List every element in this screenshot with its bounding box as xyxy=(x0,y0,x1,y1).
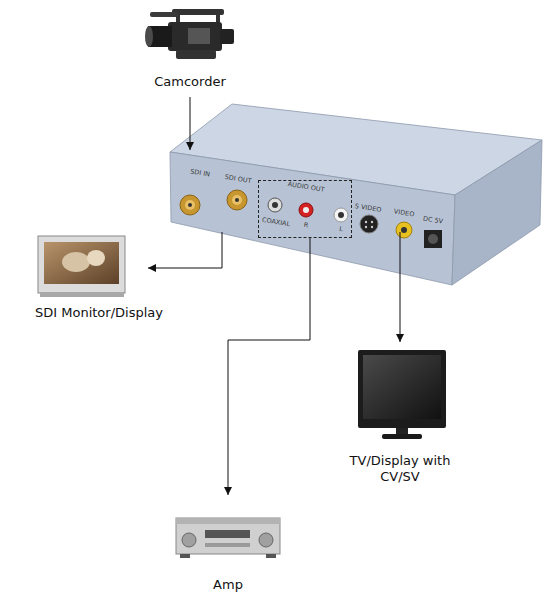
bnc-inner xyxy=(185,200,195,210)
jack-pin xyxy=(272,202,278,208)
tv-base xyxy=(382,434,422,439)
rca-jack-white xyxy=(334,208,348,222)
jack-ring xyxy=(360,215,378,233)
device-label: SDI Monitor/Display xyxy=(35,305,163,321)
port-label: AUDIO OUT xyxy=(287,181,325,194)
device-label-group: TV/Display with CV/SV xyxy=(340,342,460,487)
amp-knob xyxy=(259,533,273,547)
device-label-group: SDI Monitor/Display xyxy=(18,232,148,322)
dc-socket xyxy=(428,234,438,244)
device-label: Camcorder xyxy=(154,74,226,90)
tv-screen xyxy=(363,355,441,419)
camcorder-screen xyxy=(188,28,210,44)
jack-pin xyxy=(365,226,367,228)
jack-ring xyxy=(299,203,313,217)
device-label: TV/Display with CV/SV xyxy=(338,453,463,485)
signal-arrow xyxy=(148,232,222,268)
monitor-screen xyxy=(44,242,119,284)
bnc-connector xyxy=(180,195,200,215)
dc-body xyxy=(424,230,442,248)
camcorder-body xyxy=(168,22,222,51)
port-label: R xyxy=(303,222,309,230)
tv-frame xyxy=(358,350,446,428)
monitor-image-shape xyxy=(87,250,105,266)
camcorder-lens-front xyxy=(145,26,153,47)
jack-ring xyxy=(334,208,348,222)
amp-knob xyxy=(182,533,196,547)
tv-picture xyxy=(358,350,446,439)
jack-pin xyxy=(371,226,373,228)
video-jack xyxy=(396,222,412,238)
audio-port-group: AUDIO OUT COAXIAL R L xyxy=(258,180,352,238)
camcorder-eyepiece xyxy=(220,29,234,44)
coaxial-jack xyxy=(268,198,282,212)
device-label-group: Camcorder xyxy=(140,4,240,97)
bnc-pin xyxy=(188,203,192,207)
port-label: L xyxy=(339,226,344,233)
bnc-pin xyxy=(235,198,239,202)
tv-neck xyxy=(396,428,408,434)
s-video-jack xyxy=(360,215,378,233)
amp-foot xyxy=(180,554,190,558)
amp-body xyxy=(176,518,280,554)
rca-jack-red xyxy=(299,203,313,217)
signal-arrow xyxy=(228,238,310,495)
signal-arrow xyxy=(400,232,401,342)
jack-inner xyxy=(303,207,309,213)
jack-pin xyxy=(401,227,407,233)
dc-jack xyxy=(424,230,442,248)
camcorder-picture xyxy=(145,9,234,59)
bnc-inner xyxy=(232,195,242,205)
amp-display xyxy=(205,530,250,538)
monitor-bezel xyxy=(38,236,125,293)
amp-top-band xyxy=(176,518,280,524)
amp-picture xyxy=(176,518,280,558)
bnc-ring xyxy=(180,195,200,215)
box-front-face xyxy=(170,152,455,285)
jack-pin xyxy=(371,221,373,223)
camcorder-post xyxy=(216,14,220,23)
camcorder-base xyxy=(176,50,216,59)
converter-box: AUDIO OUTCOAXIALRLSDI INSDI OUTS VIDEOVI… xyxy=(168,150,458,232)
monitor-picture xyxy=(38,236,125,297)
camcorder-mic xyxy=(150,12,178,17)
jack-ring xyxy=(396,222,412,238)
device-label-group: Amp xyxy=(170,495,285,595)
bnc-connector xyxy=(227,190,247,210)
jack-ring xyxy=(268,198,282,212)
signal-arrow xyxy=(190,97,191,150)
amp-buttons xyxy=(205,543,250,547)
bnc-ring xyxy=(227,190,247,210)
amp-foot xyxy=(266,554,276,558)
jack-pin xyxy=(338,212,344,218)
port-label: COAXIAL xyxy=(261,217,290,228)
jack-pin xyxy=(365,221,367,223)
box-side-face xyxy=(452,140,542,285)
device-label: Amp xyxy=(213,577,243,593)
monitor-base xyxy=(40,292,124,297)
monitor-image-shape xyxy=(62,252,90,272)
